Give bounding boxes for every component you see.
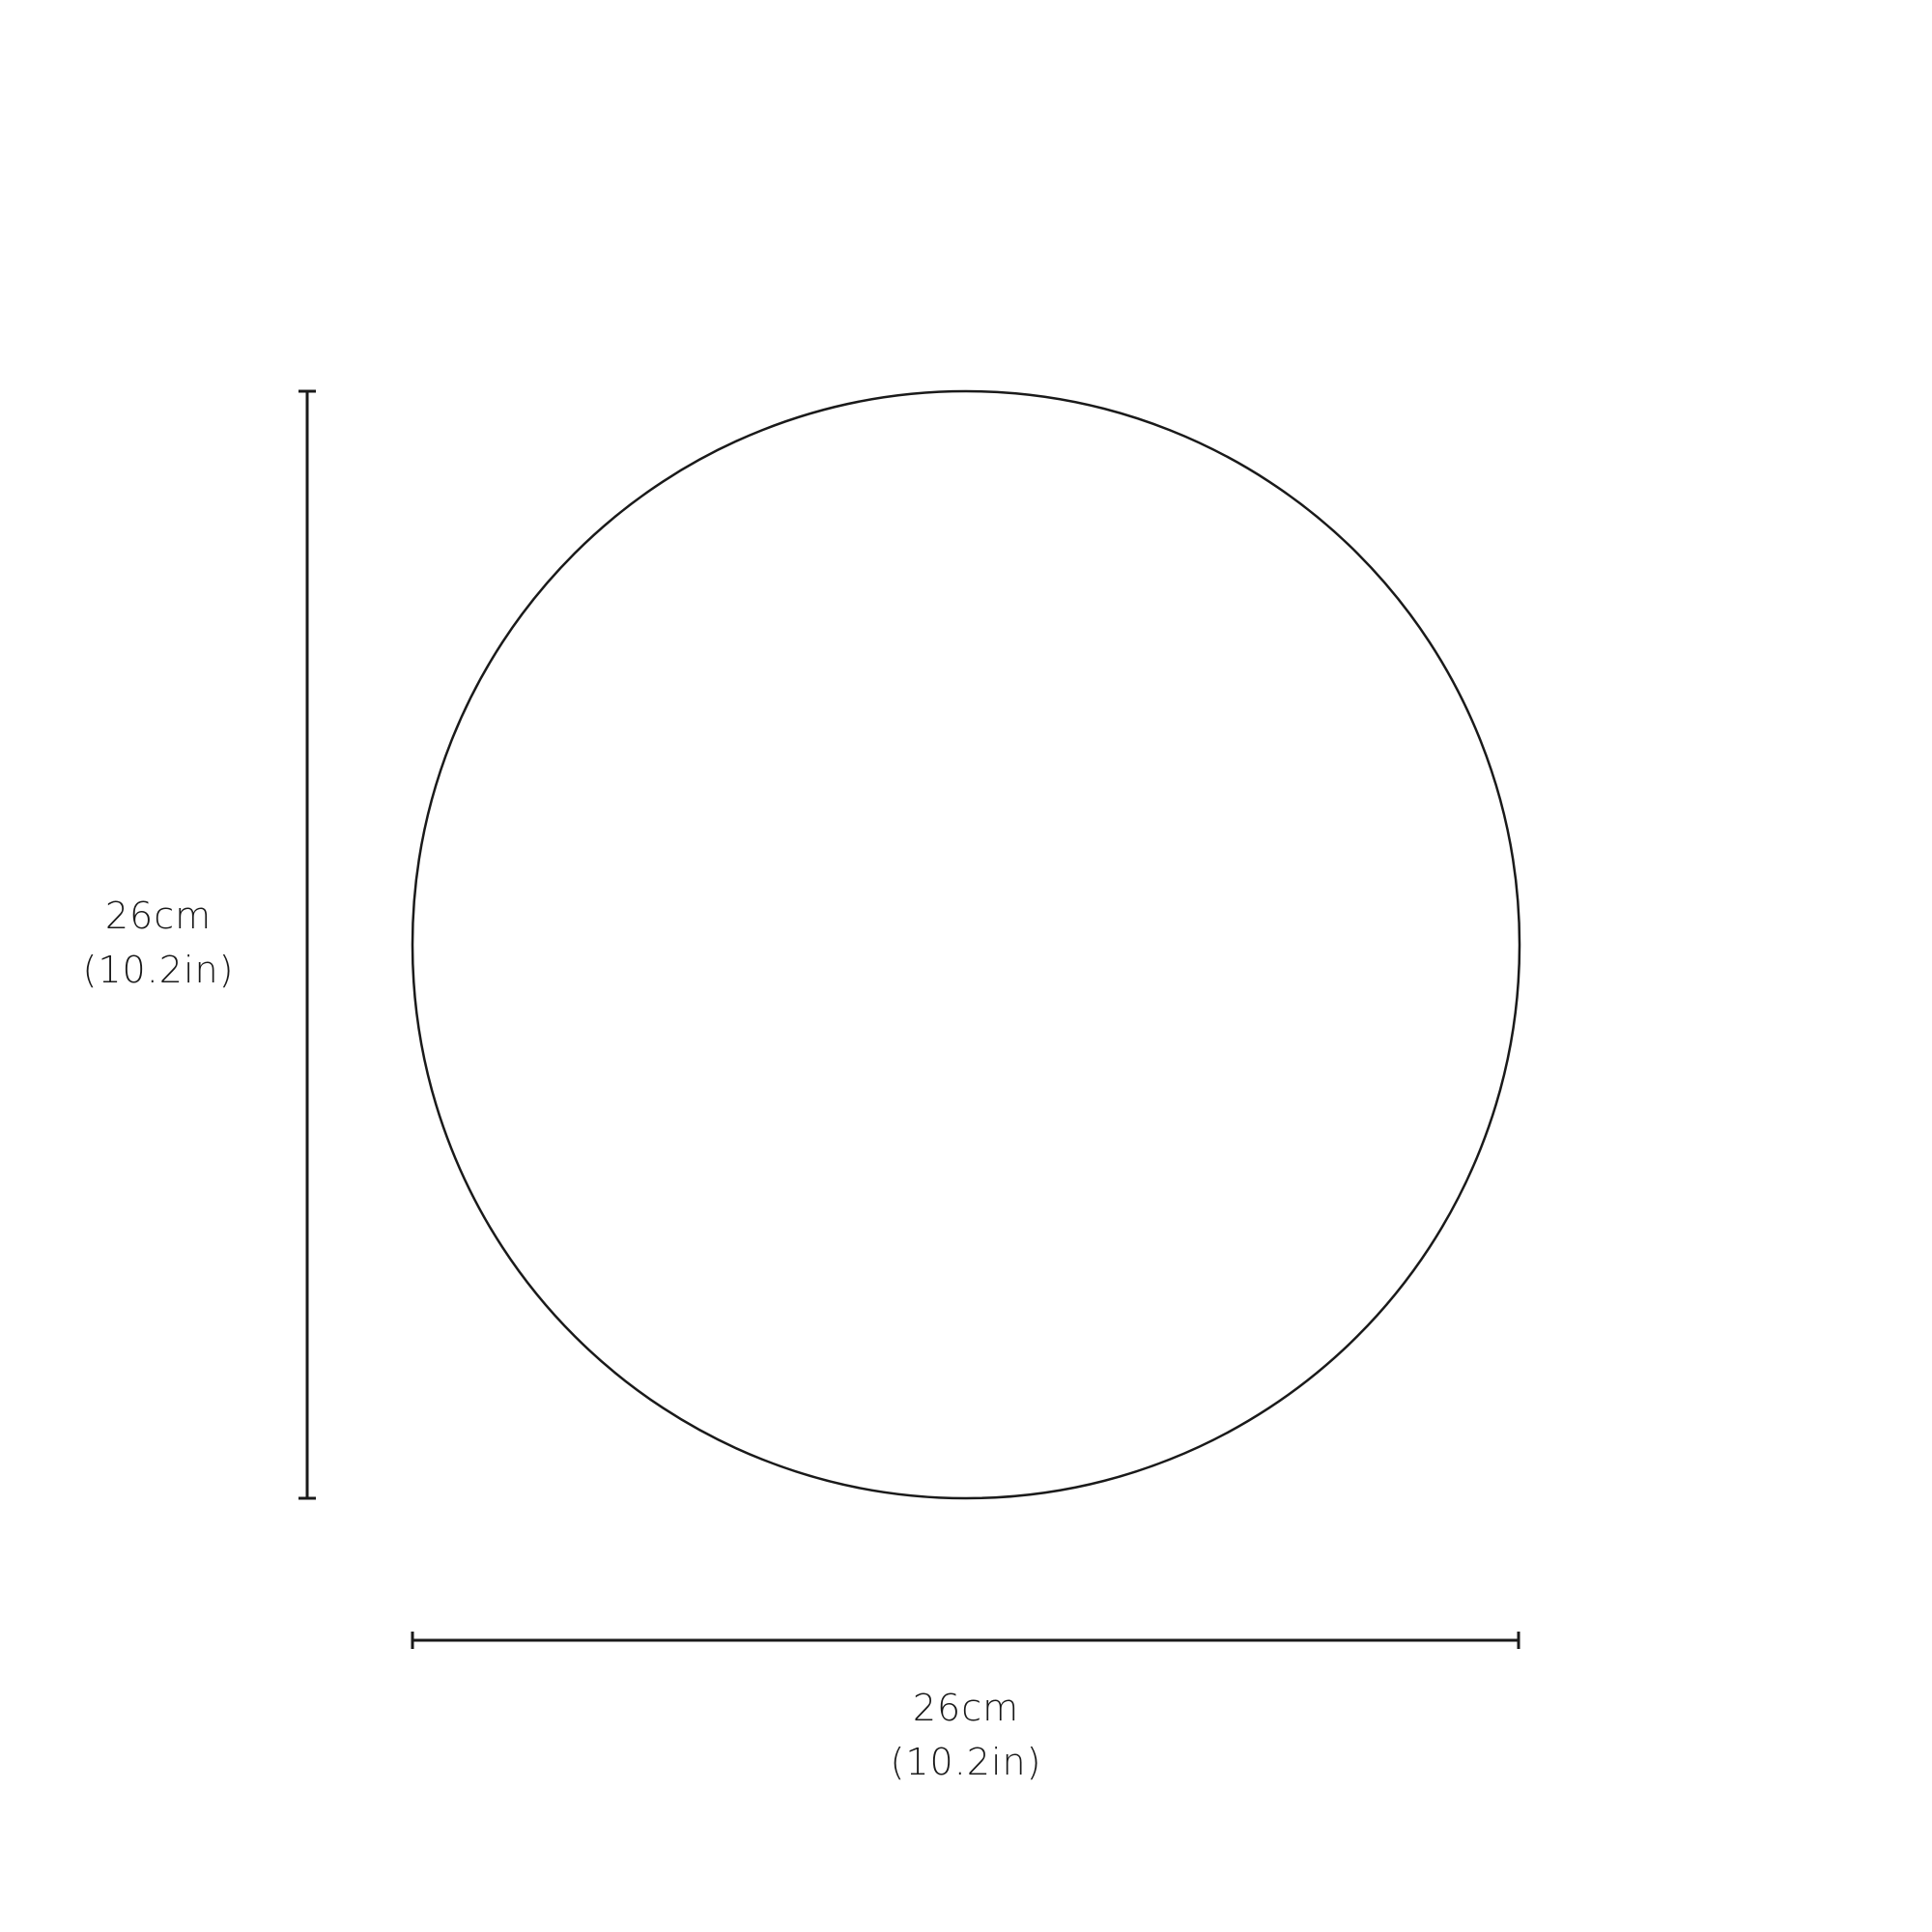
height-imperial: (10.2in)	[82, 949, 235, 991]
height-label: 26cm (10.2in)	[52, 889, 265, 997]
height-metric: 26cm	[104, 895, 213, 937]
width-imperial: (10.2in)	[890, 1741, 1042, 1783]
plate-outline	[411, 389, 1521, 1500]
width-dimension-line	[411, 1632, 1520, 1649]
width-label: 26cm (10.2in)	[860, 1681, 1072, 1789]
width-metric: 26cm	[912, 1687, 1020, 1729]
height-dimension-line	[298, 389, 316, 1500]
